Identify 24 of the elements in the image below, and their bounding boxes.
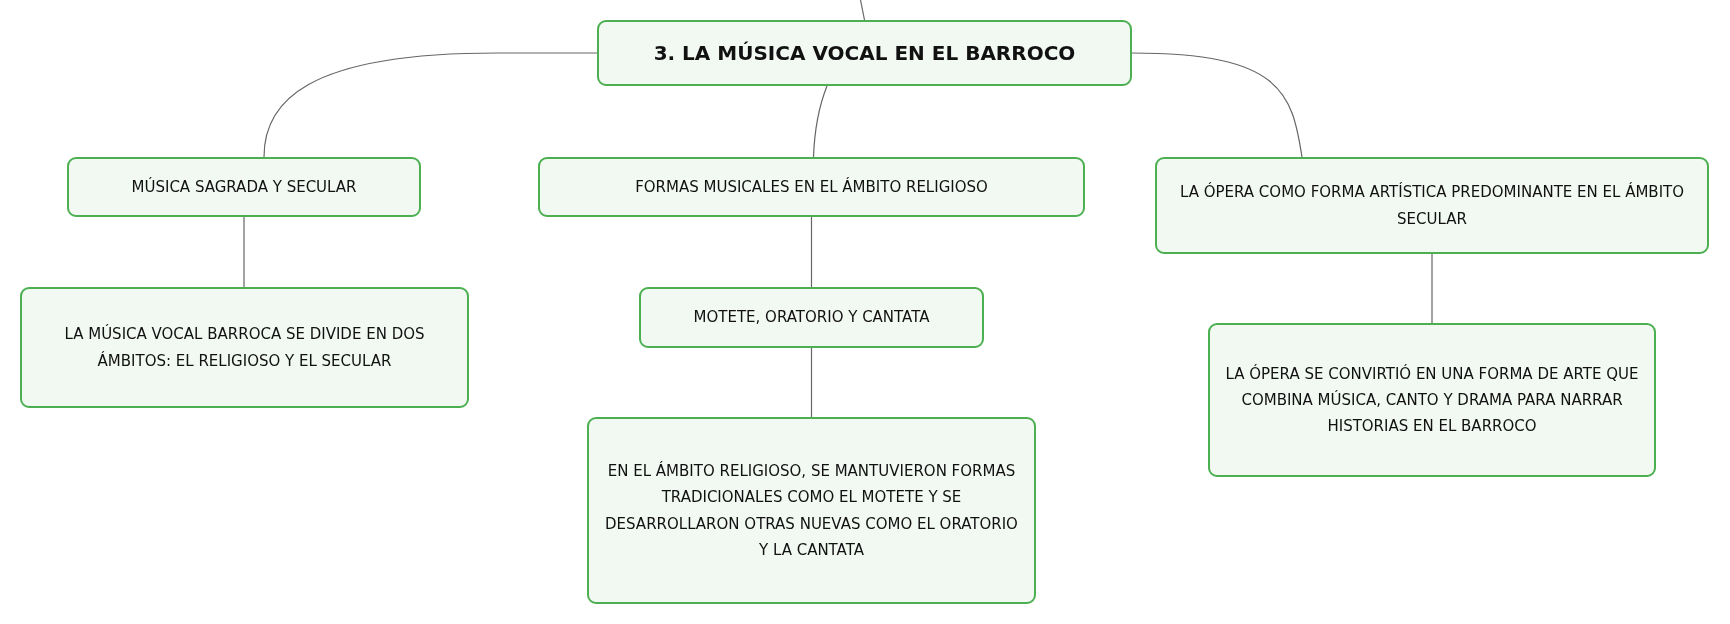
- node-text: FORMAS MUSICALES EN EL ÁMBITO RELIGIOSO: [635, 176, 988, 198]
- topic-box: [67, 157, 421, 217]
- connector-line: [1431, 253, 1433, 324]
- topic-box: [538, 157, 1085, 217]
- connector-line: [810, 347, 813, 418]
- topic-box: [1155, 157, 1709, 254]
- connector-line: [243, 216, 245, 288]
- topic-box: [639, 287, 984, 348]
- node-text: MÚSICA SAGRADA Y SECULAR: [131, 176, 357, 198]
- node-text: LA ÓPERA COMO FORMA ARTÍSTICA PREDOMINANTE EN EL ÁMBITO SECULAR: [1178, 181, 1686, 230]
- topic-box: [587, 417, 1036, 604]
- connector-line: [859, 0, 866, 21]
- node-text: LA ÓPERA SE CONVIRTIÓ EN UNA FORMA DE ARTE QUE COMBINA MÚSICA, CANTO Y DRAMA PARA NARRAR HISTORIAS EN EL BARROCO: [1224, 363, 1640, 438]
- node-text: MOTETE, ORATORIO Y CANTATA: [693, 307, 930, 329]
- title-box: [597, 20, 1132, 86]
- node-text: 3. LA MÚSICA VOCAL EN EL BARROCO: [653, 39, 1076, 67]
- topic-box: [20, 287, 469, 408]
- connector-line: [1131, 52, 1303, 158]
- node-text: LA MÚSICA VOCAL BARROCA SE DIVIDE EN DOS ÁMBITOS: EL RELIGIOSO Y EL SECULAR: [63, 323, 426, 372]
- topic-box: [1208, 323, 1656, 477]
- connector-line: [812, 85, 828, 158]
- connector-line: [263, 52, 598, 158]
- node-text: EN EL ÁMBITO RELIGIOSO, SE MANTUVIERON FORMAS TRADICIONALES COMO EL MOTETE Y SE DESARROLLARON OTRAS NUEVAS COMO EL ORATORIO Y LA CANTATA: [604, 460, 1019, 561]
- connector-line: [810, 216, 813, 288]
